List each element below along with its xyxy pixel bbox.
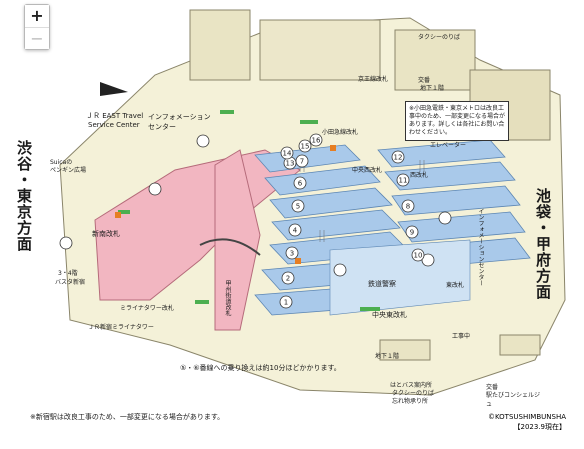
exit-east-bottom	[499, 334, 541, 356]
svg-text:6: 6	[298, 180, 303, 188]
zoom-in-button[interactable]: +	[25, 5, 49, 27]
footnote-transfer: ⑤・⑥番線への乗り換えは約10分ほどかかります。	[180, 364, 341, 372]
label-info-center-top: インフォメーション	[148, 113, 211, 121]
platform-number-15: 15	[298, 139, 312, 153]
svg-text:4: 4	[293, 227, 298, 235]
label-chikai: 地下１階	[375, 353, 400, 360]
platform-number-10: 10	[411, 248, 425, 262]
svg-text:2: 2	[286, 275, 290, 283]
koshu-passage	[214, 149, 261, 331]
label-miraina-tower: ミライナタワー改札	[120, 305, 174, 312]
central-concourse	[329, 239, 471, 316]
elevator-markers	[115, 145, 336, 264]
wc-icons	[59, 134, 452, 277]
label-keio: 京王線改札	[358, 76, 389, 83]
direction-left: 渋谷・東京方面	[15, 140, 33, 252]
platform-number-6: 6	[293, 176, 307, 190]
zoom-control: + −	[24, 4, 50, 50]
svg-text:7: 7	[300, 158, 304, 166]
label-suica-2: ペンギン広場	[50, 167, 87, 174]
svg-text:11: 11	[399, 177, 408, 185]
label-odakyu: 小田急線改札	[322, 129, 359, 136]
platform-number-12: 12	[391, 150, 405, 164]
svg-text:15: 15	[301, 143, 310, 151]
svg-text:13: 13	[286, 160, 295, 168]
footnote-main: ※新宿駅は改良工事のため、一部変更になる場合があります。	[30, 413, 225, 421]
label-shin-minami: 新南改札	[92, 230, 120, 238]
label-taxi: タクシーのりば	[418, 34, 461, 41]
platform-number-2: 2	[281, 271, 295, 285]
label-elevator: エレベーター	[430, 142, 467, 149]
label-lost-found: 忘れ物承り所	[392, 398, 429, 405]
platform-number-16: 16	[309, 133, 323, 147]
svg-text:1: 1	[284, 299, 288, 307]
svg-text:16: 16	[312, 137, 321, 145]
copyright-block: ©KOTSUSHIMBUNSHA 【2023.9現在】	[488, 412, 566, 432]
platform-number-1: 1	[279, 295, 293, 309]
label-hato-bus: はとバス案内所	[390, 382, 433, 389]
label-under-construction: 工事中	[452, 333, 471, 340]
label-info-center-right: インフォメーションセンター	[477, 208, 484, 286]
label-busta2: バスタ新宿	[55, 279, 86, 286]
label-chuo-east: 中央東改札	[372, 311, 407, 319]
platform-number-7: 7	[295, 154, 309, 168]
label-concierge: 駅たびコンシェルジュ	[486, 392, 541, 408]
label-miraina-tower2: ＪＲ新宿ミライナタワー	[88, 324, 154, 331]
platform-number-9: 9	[405, 225, 419, 239]
label-busta: 3・4階	[58, 270, 78, 277]
svg-text:9: 9	[410, 229, 414, 237]
label-chuo-west: 中央西改札	[352, 167, 383, 174]
platform-number-3: 3	[285, 246, 299, 260]
platform-number-8: 8	[401, 199, 415, 213]
svg-text:3: 3	[290, 250, 294, 258]
svg-text:10: 10	[414, 252, 423, 260]
exit-south-bottom	[379, 339, 431, 361]
platform-number-5: 5	[291, 199, 305, 213]
building-top-left	[189, 9, 251, 81]
label-kotsuban: 交番	[418, 77, 431, 84]
label-koban-bottom: 交番	[486, 384, 499, 391]
label-basement: 地下１階	[420, 85, 445, 92]
label-jr-east-travel: ＪＲ EAST Travel	[86, 112, 144, 120]
building-top-center	[259, 19, 381, 81]
building-top-right	[394, 29, 476, 91]
gates	[118, 110, 380, 311]
notice-box: ※小田急電鉄・東京メトロは改良工事中のため、一部変更になる場合があります。詳しく…	[405, 101, 509, 141]
ramp-curve	[199, 238, 261, 256]
platform-number-4: 4	[288, 223, 302, 237]
label-nishi: 西改札	[410, 172, 429, 179]
copyright-text: ©KOTSUSHIMBUNSHA	[487, 413, 566, 421]
label-info-center-top2: センター	[148, 123, 176, 131]
platform-number-11: 11	[396, 173, 410, 187]
zoom-out-button[interactable]: −	[25, 27, 49, 49]
label-higashi: 東改札	[446, 282, 465, 289]
svg-text:5: 5	[296, 203, 300, 211]
platform-number-14: 14	[280, 146, 294, 160]
label-service-center: Service Center	[88, 121, 140, 129]
svg-text:8: 8	[406, 203, 410, 211]
label-koshu-kaido: 甲州街道改札	[224, 280, 231, 316]
svg-text:12: 12	[394, 154, 403, 162]
north-arrow-icon	[100, 82, 128, 96]
svg-text:14: 14	[283, 150, 292, 158]
label-taxi-bottom: タクシーのりば	[392, 390, 435, 397]
direction-right: 池袋・甲府方面	[534, 188, 552, 300]
copyright-date: 【2023.9現在】	[513, 423, 567, 431]
label-tetsudo-keisatsu: 鉄道警察	[368, 280, 396, 288]
label-suica-1: Suicaの	[50, 159, 73, 166]
